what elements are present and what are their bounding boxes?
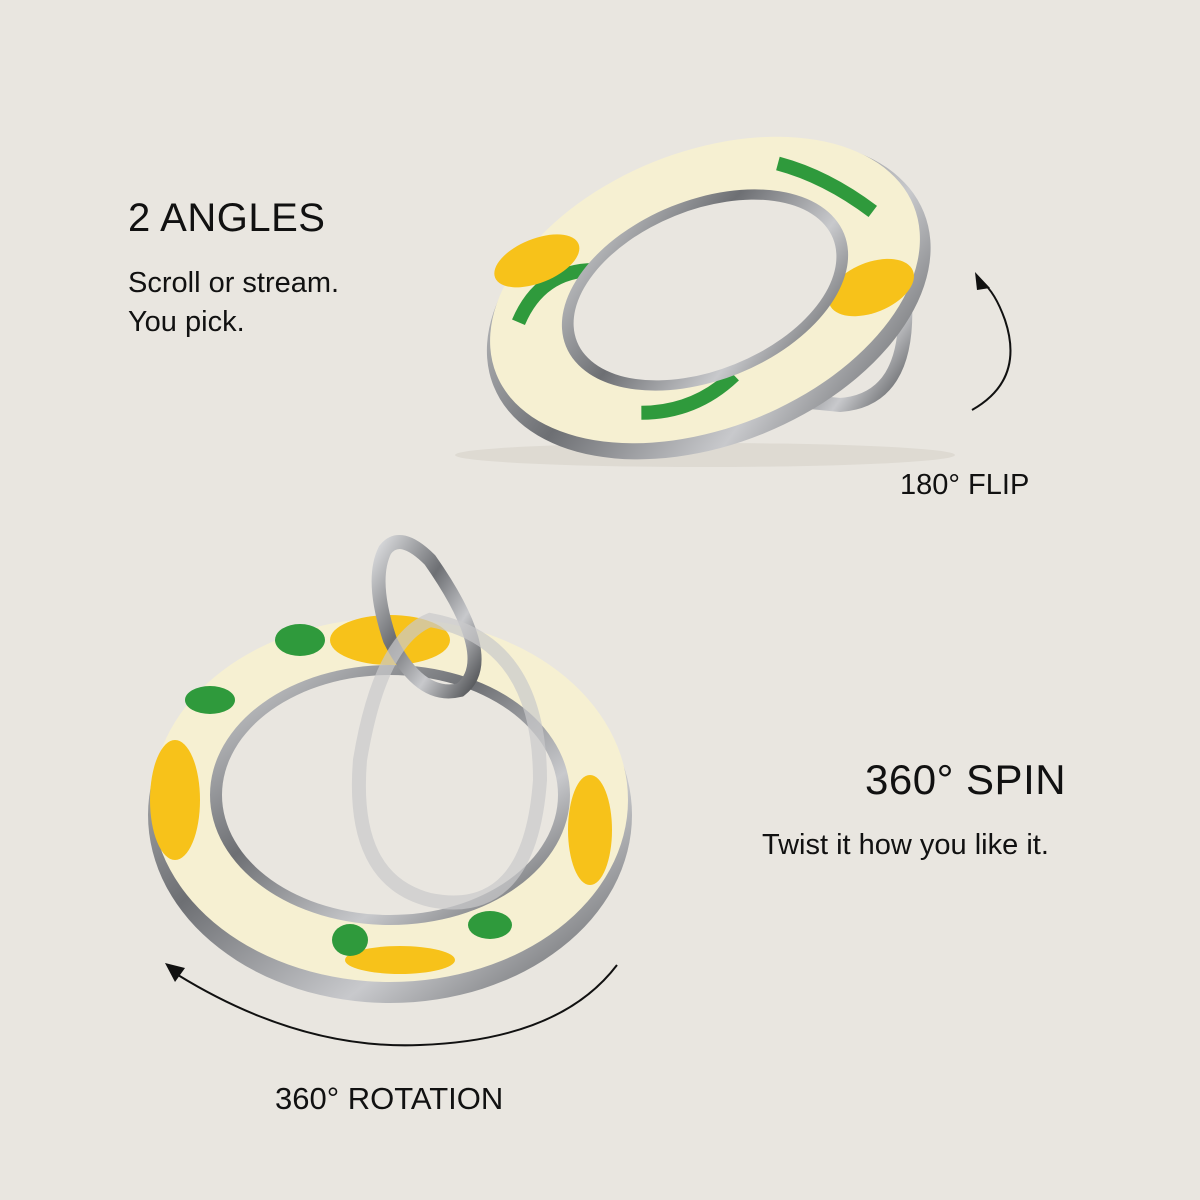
spin-title: 360° SPIN [865,756,1067,803]
phone-ring-stand-flat [148,535,632,1003]
spin-description: Twist it how you like it. [762,829,1049,861]
flip-label: 180° FLIP [900,469,1030,501]
phone-ring-stand-tilted [455,136,955,467]
rotation-arrow-icon [177,964,618,1047]
angles-title: 2 ANGLES [128,196,326,240]
flip-arrow-icon [971,281,1012,411]
rotation-label: 360° ROTATION [275,1081,504,1116]
angles-line-2: You pick. [128,306,245,338]
angles-line-1: Scroll or stream. [128,267,340,299]
